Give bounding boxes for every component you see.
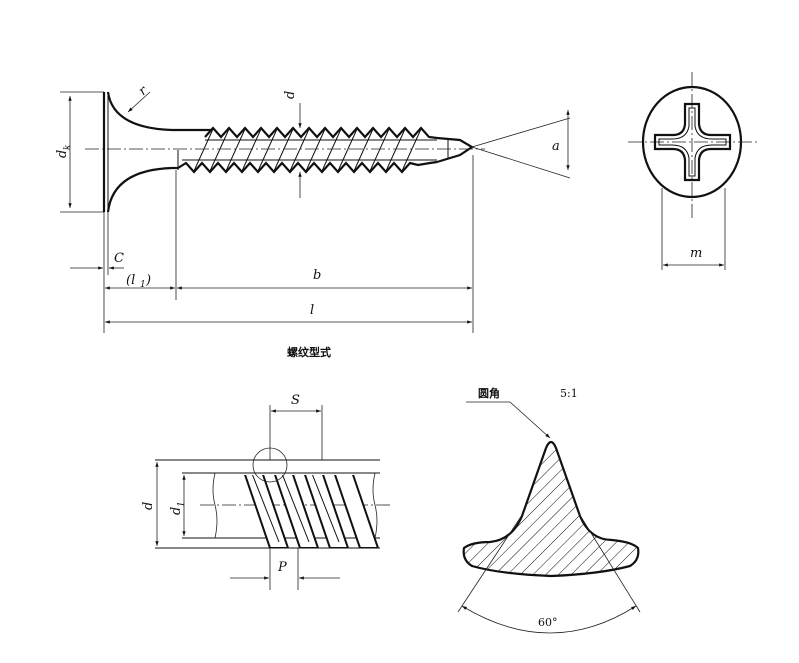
thread-flank-line: [193, 128, 214, 172]
thread-flank-line: [209, 128, 230, 172]
thread-flank-line: [257, 128, 278, 172]
svg-text:d: d: [283, 91, 298, 99]
d-label-top: d: [283, 91, 298, 99]
thread-form-caption: 螺纹型式: [287, 345, 331, 359]
thread-flank-line: [273, 128, 294, 172]
svg-text:d: d: [55, 150, 70, 158]
thread-flank-line: [337, 128, 358, 172]
radius-leader: [127, 91, 151, 113]
angle-line-upper: [471, 117, 571, 148]
thread-crest-bottom: [177, 160, 438, 174]
d-thread-label: d: [141, 502, 156, 510]
svg-text:): ): [145, 273, 151, 288]
thread-edge-3: [312, 475, 340, 543]
thread-edge-2: [282, 475, 310, 543]
break-line-right: [372, 472, 378, 539]
thread-profile-view: 圆角 5:1 60°: [457, 386, 641, 634]
head-upper-curve: [106, 91, 173, 132]
dk-label: d k: [55, 145, 73, 158]
svg-text:1: 1: [140, 280, 146, 290]
radius-label-r: r: [136, 83, 151, 99]
thread-section: [177, 126, 438, 174]
thread-edge-1: [252, 475, 280, 543]
phillips-recess-inner: [658, 107, 727, 177]
d1-label: d 1: [169, 501, 187, 515]
svg-text:(l: (l: [126, 273, 135, 288]
head-end-view: m: [628, 72, 758, 270]
thread-flank-line: [369, 128, 390, 172]
rounded-leader: [466, 401, 551, 439]
thread-flank-line: [289, 128, 310, 172]
helical-threads: [244, 475, 380, 548]
break-line-left: [212, 472, 218, 539]
svg-text:k: k: [63, 145, 73, 150]
thread-profile-section: [462, 440, 640, 578]
thread-detail-view: S d d 1 P: [141, 393, 390, 590]
thread-flank-line: [401, 128, 422, 172]
thread-flank-line: [241, 128, 262, 172]
thread-flank-line: [385, 128, 406, 172]
p-label: P: [277, 560, 287, 575]
thread-flank-line: [225, 128, 246, 172]
svg-text:d: d: [141, 502, 156, 510]
thread-flank-line: [353, 128, 374, 172]
angle-line-lower: [471, 146, 571, 179]
thread-flank-line: [305, 128, 326, 172]
b-label: b: [313, 268, 321, 283]
thread-crest-top: [204, 126, 438, 140]
screw-point: [436, 136, 475, 164]
svg-text:d: d: [169, 507, 184, 515]
thread-flanks: [193, 128, 422, 172]
screw-side-view: a d k r d C (l 1 ): [55, 83, 571, 333]
phillips-recess-outer: [653, 102, 732, 182]
angle-label-a: a: [552, 139, 560, 154]
l1-label: (l 1 ): [126, 273, 151, 290]
scale-label: 5:1: [560, 387, 578, 400]
angle-60-arc: [461, 605, 637, 634]
m-label: m: [690, 246, 702, 261]
head-lower-curve: [106, 166, 173, 213]
l-label: l: [310, 303, 314, 318]
angle-ext-left: [457, 511, 525, 613]
c-label: C: [114, 251, 124, 266]
angle-60-label: 60°: [538, 616, 558, 629]
rounded-label: 圆角: [478, 386, 500, 400]
s-label: S: [291, 393, 300, 408]
svg-text:1: 1: [177, 501, 187, 507]
angle-ext-right: [577, 511, 641, 613]
thread-flank-line: [321, 128, 342, 172]
thread-turn-4: [334, 475, 380, 548]
